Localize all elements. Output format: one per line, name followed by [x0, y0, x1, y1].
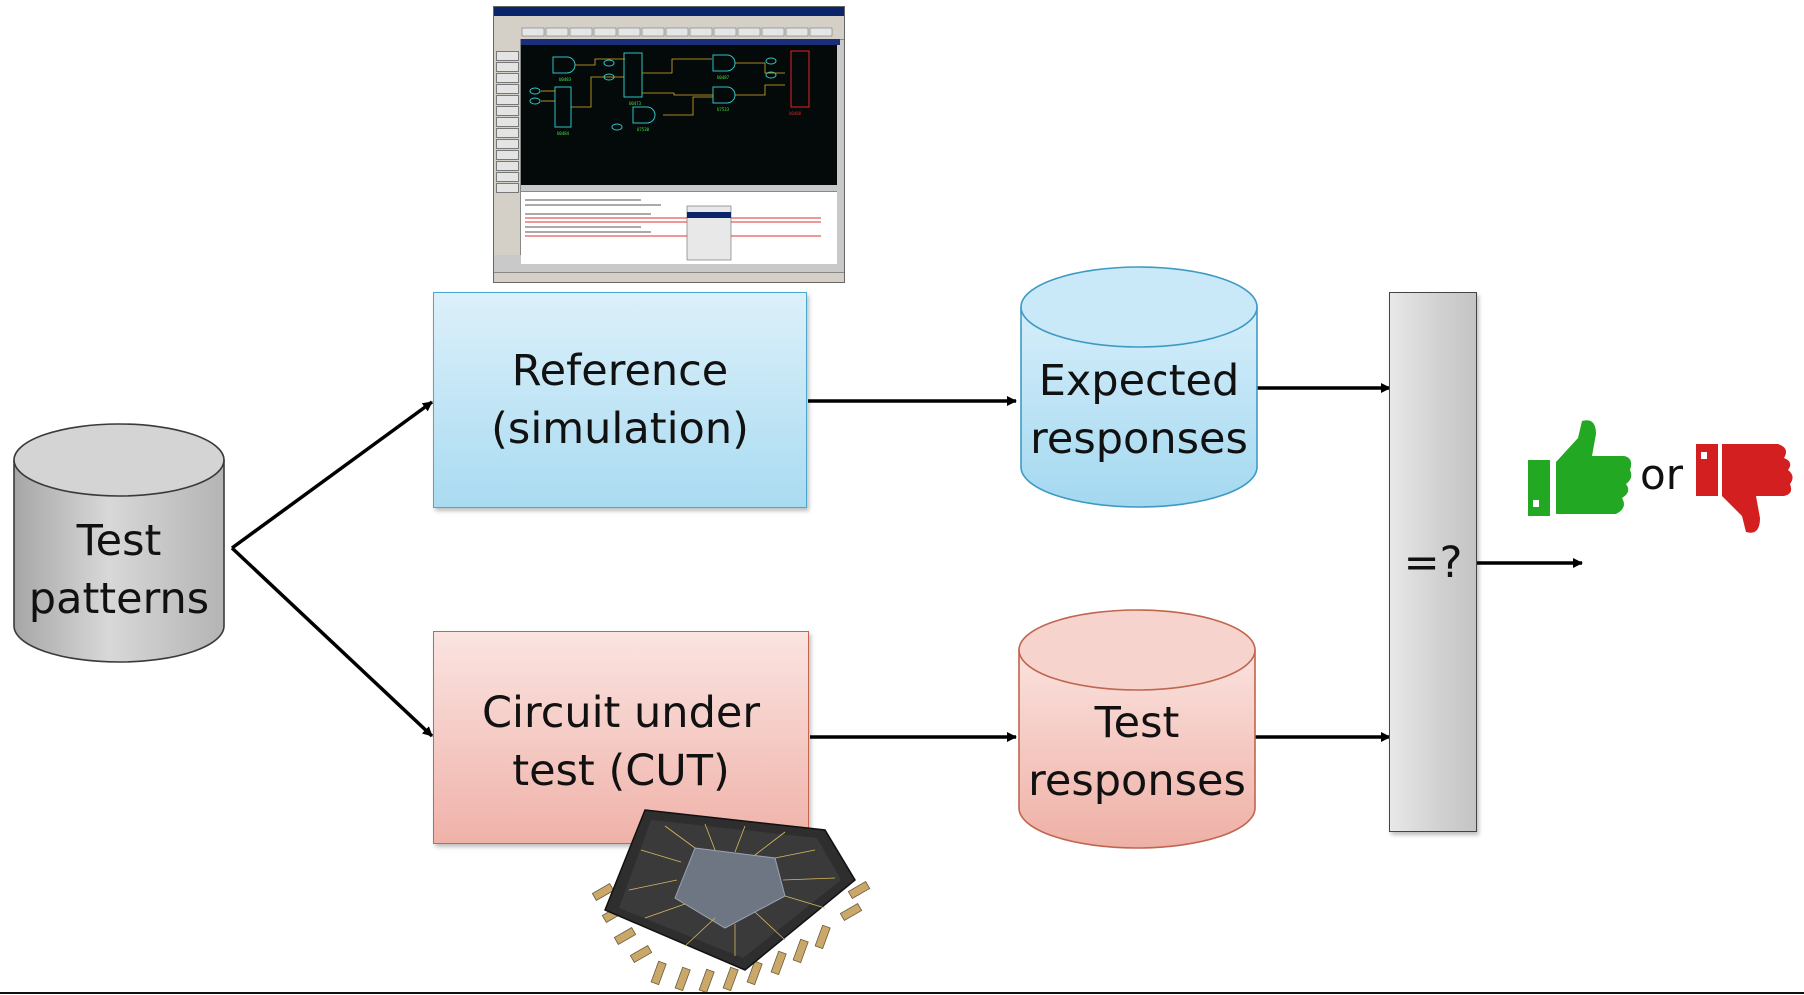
- test-responses-cylinder: [1018, 609, 1256, 849]
- chip-icon: [591, 809, 871, 992]
- thumbs-down-icon: [1696, 444, 1793, 533]
- test-patterns-cylinder: [13, 423, 225, 663]
- reference-label: Reference (simulation): [491, 346, 749, 454]
- svg-text:U0473: U0473: [629, 101, 642, 106]
- or-label: or: [1640, 450, 1683, 499]
- svg-text:U7533: U7533: [717, 107, 730, 112]
- screenshot-toolbar: [494, 25, 844, 40]
- svg-text:U0484: U0484: [557, 131, 570, 136]
- test-responses-label: Test responses: [1028, 698, 1246, 806]
- expected-responses-label: Expected responses: [1030, 356, 1248, 464]
- svg-text:U0487: U0487: [717, 75, 730, 80]
- screenshot-titlebar: [494, 7, 844, 16]
- screenshot-statusbar: [494, 272, 844, 282]
- reference-box: [433, 292, 807, 508]
- arrow-patterns-to-cut: [230, 546, 434, 738]
- circuit-under-test-box: [433, 631, 809, 844]
- svg-text:U7530: U7530: [637, 127, 650, 132]
- slide-bottom-rule: [0, 992, 1804, 994]
- expected-responses-cylinder: [1020, 266, 1258, 508]
- arrow-patterns-to-reference: [230, 400, 434, 550]
- comparator-label: =?: [1403, 538, 1463, 588]
- svg-text:U0488: U0488: [789, 111, 802, 116]
- comparator-box: [1389, 292, 1477, 832]
- screenshot-sidebar: [494, 39, 521, 255]
- screenshot-analysis-header: [521, 39, 840, 45]
- test-patterns-label: Test patterns: [28, 516, 210, 624]
- screenshot-menubar: [494, 16, 844, 25]
- thumbs-up-icon: [1528, 420, 1632, 516]
- screenshot-log-pane: [521, 191, 837, 264]
- circuit-under-test-label: Circuit under test (CUT): [481, 688, 760, 796]
- svg-text:U0483: U0483: [559, 77, 572, 82]
